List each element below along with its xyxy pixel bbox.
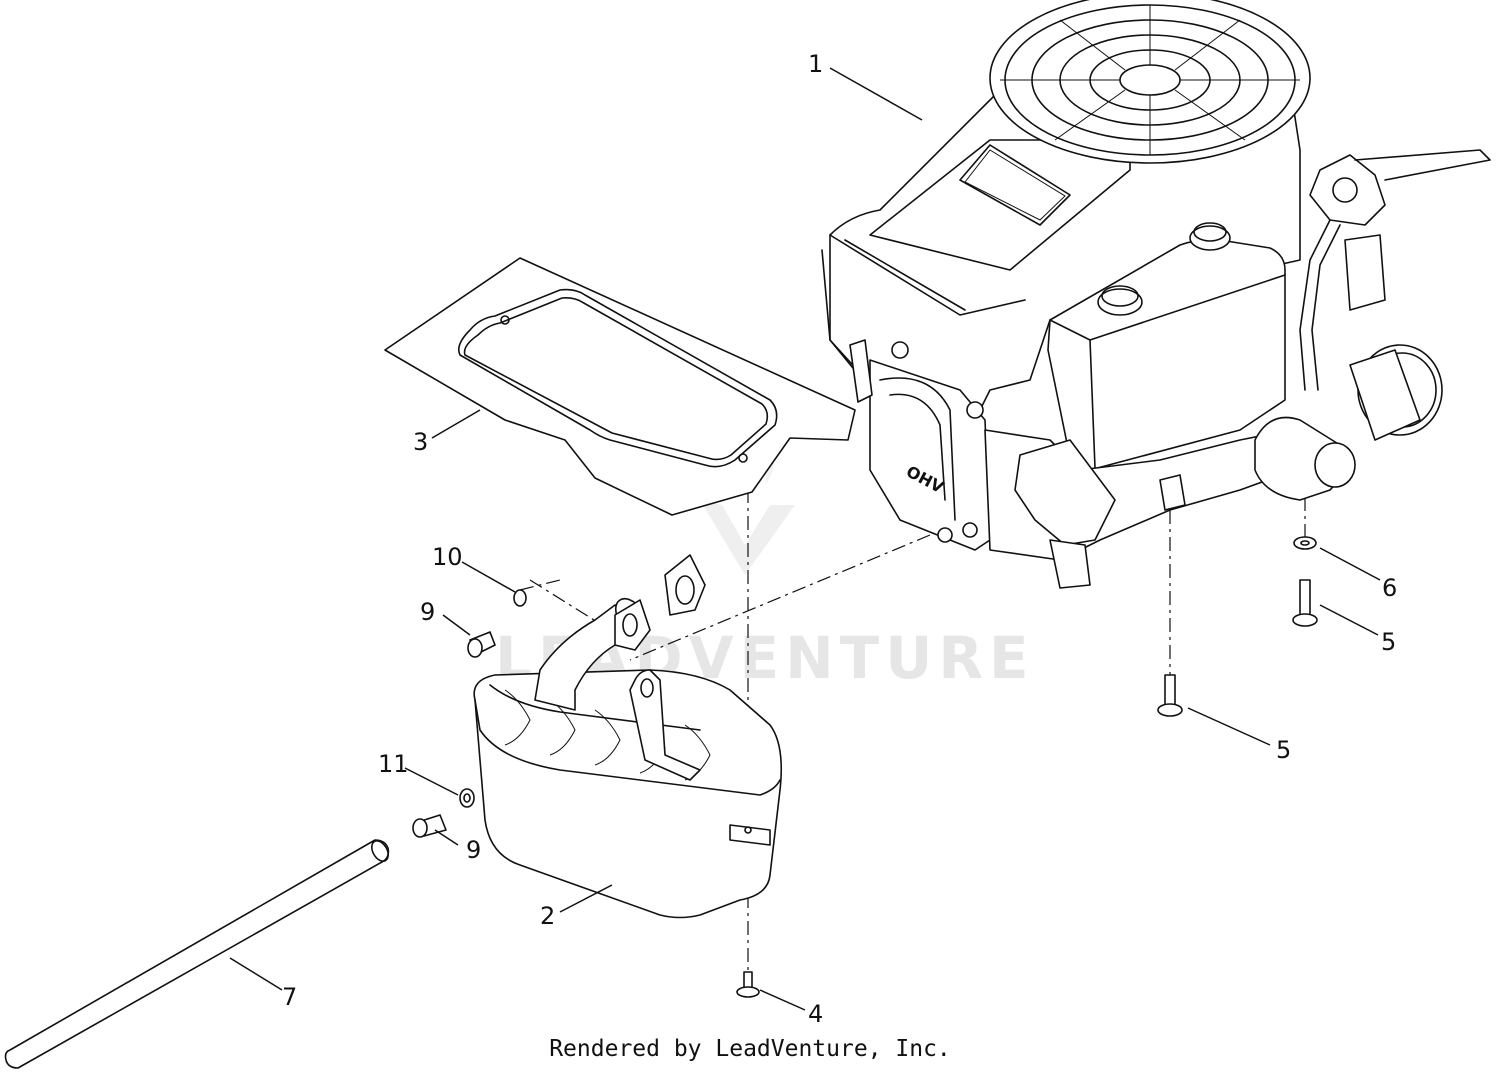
callout-1: 1 bbox=[808, 50, 823, 78]
callout-3: 3 bbox=[413, 428, 428, 456]
callout-9-lower: 9 bbox=[466, 836, 481, 864]
muffler bbox=[473, 597, 783, 919]
callout-7: 7 bbox=[282, 983, 297, 1011]
callouts: 1 3 10 9 11 9 2 7 4 5 5 6 bbox=[282, 50, 1397, 1028]
fasteners bbox=[412, 536, 1318, 998]
exhaust-gasket bbox=[614, 554, 706, 651]
callout-5-right: 5 bbox=[1381, 628, 1396, 656]
leader-lines bbox=[229, 67, 1381, 1011]
tail-pipe bbox=[4, 839, 390, 1069]
callout-2: 2 bbox=[540, 902, 555, 930]
callout-6: 6 bbox=[1382, 574, 1397, 602]
callout-4: 4 bbox=[808, 1000, 823, 1028]
heat-shield bbox=[384, 257, 856, 516]
engine: OHV bbox=[821, 0, 1491, 589]
callout-9-upper: 9 bbox=[420, 598, 435, 626]
footer-credit: Rendered by LeadVenture, Inc. bbox=[549, 1036, 951, 1062]
callout-5-center: 5 bbox=[1276, 736, 1291, 764]
callout-10: 10 bbox=[432, 543, 463, 571]
callout-11: 11 bbox=[378, 750, 409, 778]
